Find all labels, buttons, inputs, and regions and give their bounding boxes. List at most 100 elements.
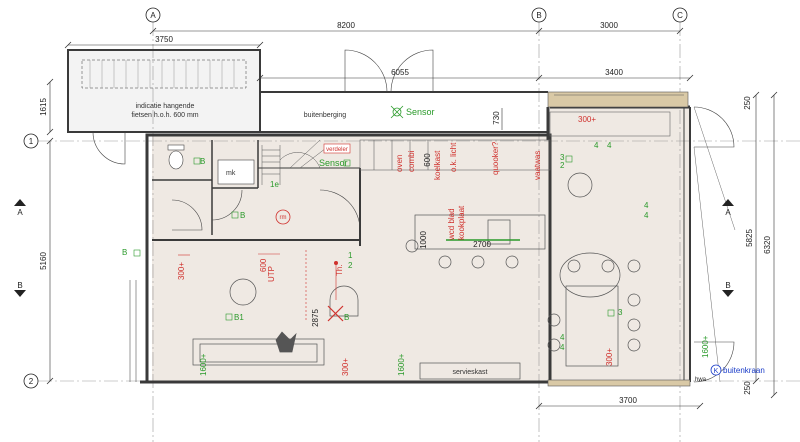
section-marker-a-left: A: [14, 199, 26, 217]
utp-label: UTP: [267, 266, 276, 282]
symbol-2b: 2: [560, 161, 565, 170]
symbol-4d: 4: [644, 211, 649, 220]
svg-text:B: B: [536, 11, 541, 20]
symbol-b-chair: B: [344, 313, 349, 322]
hwa-label: hwa: [695, 377, 707, 383]
dim-top-total: 8200: [337, 21, 355, 30]
height-300-dining: 300+: [605, 348, 614, 366]
sensor-label-hall: Sensor: [319, 158, 348, 168]
sensor-icon: [390, 105, 404, 119]
svg-text:verdeler: verdeler: [326, 147, 348, 153]
symbol-b1: B1: [234, 313, 244, 322]
svg-text:1: 1: [29, 137, 34, 146]
buitenkraan-symbol: K: [710, 364, 722, 376]
symbol-4a: 4: [594, 141, 599, 150]
rm-symbol: rm: [275, 209, 291, 225]
svg-text:2: 2: [29, 377, 34, 386]
kitchen-oven: oven: [395, 155, 404, 172]
kitchen-combi: combi: [407, 150, 416, 172]
th-label: Th.: [335, 264, 344, 276]
bike-hatch: [89, 60, 235, 88]
dim-left-height: 5160: [39, 252, 48, 270]
shed-label-1: indicatie hangende: [136, 103, 195, 110]
symbol-3: 3: [560, 153, 565, 162]
svg-text:A: A: [17, 208, 23, 217]
dimension-lines: [49, 30, 775, 407]
mk-label: mk: [226, 170, 236, 177]
section-marker-b-right: B: [722, 281, 734, 297]
symbol-1e: 1e: [270, 180, 279, 189]
kitchen-counter: [359, 111, 671, 171]
symbol-b-hall: B: [240, 211, 245, 220]
svg-text:A: A: [150, 11, 156, 20]
window-strips: [129, 91, 691, 387]
dim-mid-width: 6055: [391, 68, 409, 77]
shed-label-2: fietsen h.o.h. 600 mm: [131, 112, 198, 119]
kitchen-kookplaat: kookplaat: [457, 205, 466, 240]
removed-mark: [327, 305, 344, 322]
doors: [92, 49, 736, 383]
grid-bubble-2: 2: [23, 373, 39, 389]
grid-bubble-B: B: [531, 7, 547, 23]
storage-label: buitenberging: [304, 112, 347, 119]
dim-top-right: 3000: [600, 21, 618, 30]
symbol-4f: 4: [560, 343, 565, 352]
dim-island-d: 1000: [419, 231, 428, 249]
dim-right-outer: 6320: [763, 236, 772, 254]
dim-island-w: 2700: [473, 240, 491, 249]
height-1600-right: 1600+: [701, 335, 710, 358]
dimension-ticks: [46, 27, 778, 410]
symbol-1: 1: [348, 251, 353, 260]
stair: [261, 139, 331, 185]
floor-fill: [68, 50, 690, 382]
symbol-4b: 4: [607, 141, 612, 150]
svg-text:A: A: [725, 208, 731, 217]
section-marker-a-right: A: [722, 199, 734, 217]
svg-text:B: B: [725, 281, 730, 290]
dim-right-inner: 5825: [745, 229, 754, 247]
symbol-4c: 4: [644, 201, 649, 210]
symbol-b-toilet: B: [200, 157, 205, 166]
dim-hall-h: 2875: [311, 309, 320, 327]
dim-mid-right: 3400: [605, 68, 623, 77]
dim-right-bot-small: 250: [743, 381, 752, 395]
dim-bottom-right: 3700: [619, 396, 637, 405]
height-1600-mid: 1600+: [397, 353, 406, 376]
svg-text:rm: rm: [280, 215, 287, 221]
dim-corridor: 730: [492, 111, 501, 125]
dim-wall-600: 600: [423, 153, 432, 167]
symbol-b-left: B: [122, 248, 127, 257]
symbol-4e: 4: [560, 333, 565, 342]
svg-text:B: B: [17, 281, 22, 290]
height-1600-left: 1600+: [199, 353, 208, 376]
dining-table: [547, 172, 641, 367]
symbol-3b: 3: [618, 308, 623, 317]
symbol-2: 2: [348, 261, 353, 270]
svg-text:K: K: [714, 368, 719, 375]
section-marker-b-left: B: [14, 281, 26, 297]
grid-bubble-A: A: [145, 7, 161, 23]
dim-right-top-small: 250: [743, 96, 752, 110]
kitchen-wcd-blad: wcd blad: [447, 208, 456, 241]
kitchen-island: [405, 214, 546, 269]
kitchen-quooker: quooker?: [491, 141, 500, 175]
dim-shed-depth: 1615: [39, 98, 48, 116]
grid-bubble-1: 1: [23, 133, 39, 149]
height-300-left: 300+: [177, 262, 186, 280]
servieskast-label: servieskast: [452, 369, 487, 376]
buitenkraan-label: buitenkraan: [723, 366, 765, 375]
sensor-label-top: Sensor: [406, 107, 435, 117]
kitchen-ok-licht: o.k. licht: [449, 142, 458, 172]
height-300-kitchen: 300+: [578, 115, 596, 124]
verdeler-box: verdeler: [323, 143, 351, 154]
dim-shed-width: 3750: [155, 35, 173, 44]
kitchen-koelkast: koelkast: [433, 150, 442, 180]
grid-bubble-C: C: [672, 7, 688, 23]
kitchen-vaatwas: vaatwas: [533, 151, 542, 180]
svg-text:C: C: [677, 11, 683, 20]
height-600-utp: 600: [259, 258, 268, 272]
red-arrows: [178, 250, 337, 320]
height-300-mid: 300+: [341, 358, 350, 376]
toilet: [167, 144, 255, 185]
living-furniture: [192, 278, 521, 380]
